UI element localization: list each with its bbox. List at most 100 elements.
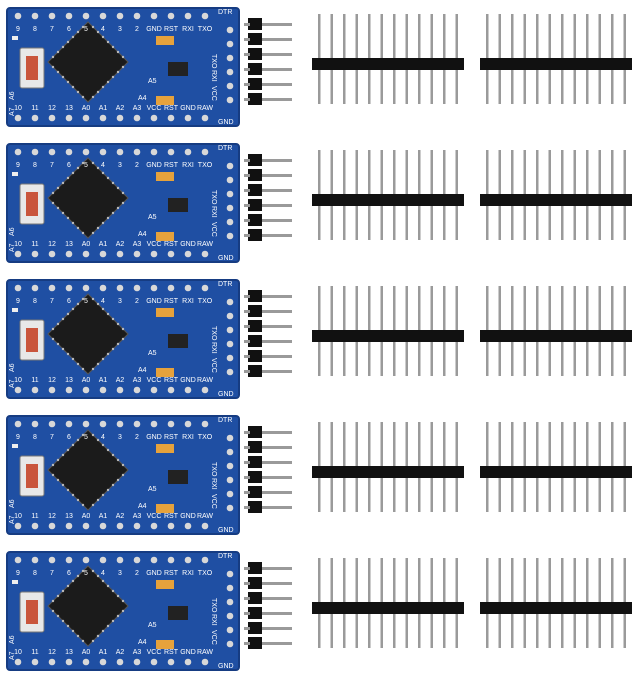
solder-pad <box>226 598 234 606</box>
solder-pad <box>184 658 192 666</box>
pin-label: A0 <box>82 513 91 520</box>
pin-label: A3 <box>133 513 142 520</box>
solder-pad <box>167 386 175 394</box>
microcontroller-chip <box>47 21 129 103</box>
regulator <box>168 62 188 76</box>
solder-pad <box>226 96 234 104</box>
pin-label: A1 <box>99 513 108 520</box>
solder-pad <box>14 148 22 156</box>
pin-label: 12 <box>48 241 56 248</box>
capacitor <box>156 640 174 649</box>
solder-pad <box>99 658 107 666</box>
led <box>12 580 18 584</box>
solder-pad <box>167 12 175 20</box>
capacitor <box>156 308 174 317</box>
solder-pad <box>226 54 234 62</box>
regulator <box>168 470 188 484</box>
pin-label: GND <box>180 105 196 112</box>
solder-pad <box>116 522 124 530</box>
board-label: TXO <box>210 326 217 341</box>
pin-label: A1 <box>99 649 108 656</box>
board-label: VCC <box>210 222 217 237</box>
pin-label: 3 <box>118 162 122 169</box>
solder-pad <box>226 584 234 592</box>
solder-pad <box>65 250 73 258</box>
pin-label: A3 <box>133 377 142 384</box>
solder-pad <box>226 448 234 456</box>
solder-pad <box>48 12 56 20</box>
solder-pad <box>226 162 234 170</box>
solder-pad <box>201 522 209 530</box>
pin-label: A0 <box>82 377 91 384</box>
pin-label: VCC <box>147 377 162 384</box>
pin-header-strip <box>312 150 464 240</box>
pin-label: 13 <box>65 105 73 112</box>
solder-pad <box>116 556 124 564</box>
regulator <box>168 198 188 212</box>
board-label: TXO <box>210 598 217 613</box>
pin-label: RST <box>164 513 179 520</box>
microcontroller-chip <box>47 157 129 239</box>
board-label: A4 <box>138 231 147 238</box>
pin-label: 10 <box>14 241 22 248</box>
pin-label: 9 <box>16 434 20 441</box>
pin-label: 13 <box>65 513 73 520</box>
solder-pad <box>226 40 234 48</box>
solder-pad <box>82 522 90 530</box>
solder-pad <box>48 556 56 564</box>
capacitor <box>156 36 174 45</box>
solder-pad <box>82 12 90 20</box>
board-label: A4 <box>138 95 147 102</box>
board-label: TXO <box>210 462 217 477</box>
solder-pad <box>31 250 39 258</box>
board-label: A4 <box>138 503 147 510</box>
microcontroller-chip <box>47 429 129 511</box>
solder-pad <box>48 114 56 122</box>
solder-pad <box>167 114 175 122</box>
solder-pad <box>99 556 107 564</box>
capacitor <box>156 368 174 377</box>
solder-pad <box>14 250 22 258</box>
solder-pad <box>226 612 234 620</box>
board-label: VCC <box>210 358 217 373</box>
pin-label: 7 <box>50 298 54 305</box>
board-label: RXI <box>210 70 217 82</box>
pin-label: 8 <box>33 434 37 441</box>
six-pin-right-angle-header <box>244 562 292 649</box>
solder-pad <box>65 556 73 564</box>
pin-label: RAW <box>197 649 213 656</box>
pin-label: TXO <box>198 26 213 33</box>
board-label: TXO <box>210 54 217 69</box>
solder-pad <box>167 556 175 564</box>
solder-pad <box>82 420 90 428</box>
pin-label: 6 <box>67 434 71 441</box>
pin-label: A1 <box>99 105 108 112</box>
solder-pad <box>116 284 124 292</box>
solder-pad <box>184 250 192 258</box>
pin-label: RXI <box>182 162 194 169</box>
board-label: RXI <box>210 614 217 626</box>
microcontroller-chip <box>47 293 129 375</box>
solder-pad <box>116 386 124 394</box>
solder-pad <box>48 284 56 292</box>
solder-pad <box>82 556 90 564</box>
pin-label: RST <box>164 649 179 656</box>
solder-pad <box>82 284 90 292</box>
regulator <box>168 334 188 348</box>
board-label: A6 <box>9 91 16 100</box>
pin-header-strip <box>480 150 632 240</box>
solder-pad <box>226 340 234 348</box>
pin-label: RST <box>164 105 179 112</box>
solder-pad <box>201 658 209 666</box>
pin-label: 5 <box>84 434 88 441</box>
pin-label: 12 <box>48 649 56 656</box>
pin-header-strip <box>312 286 464 376</box>
solder-pad <box>82 148 90 156</box>
solder-pad <box>201 148 209 156</box>
solder-pad <box>226 232 234 240</box>
